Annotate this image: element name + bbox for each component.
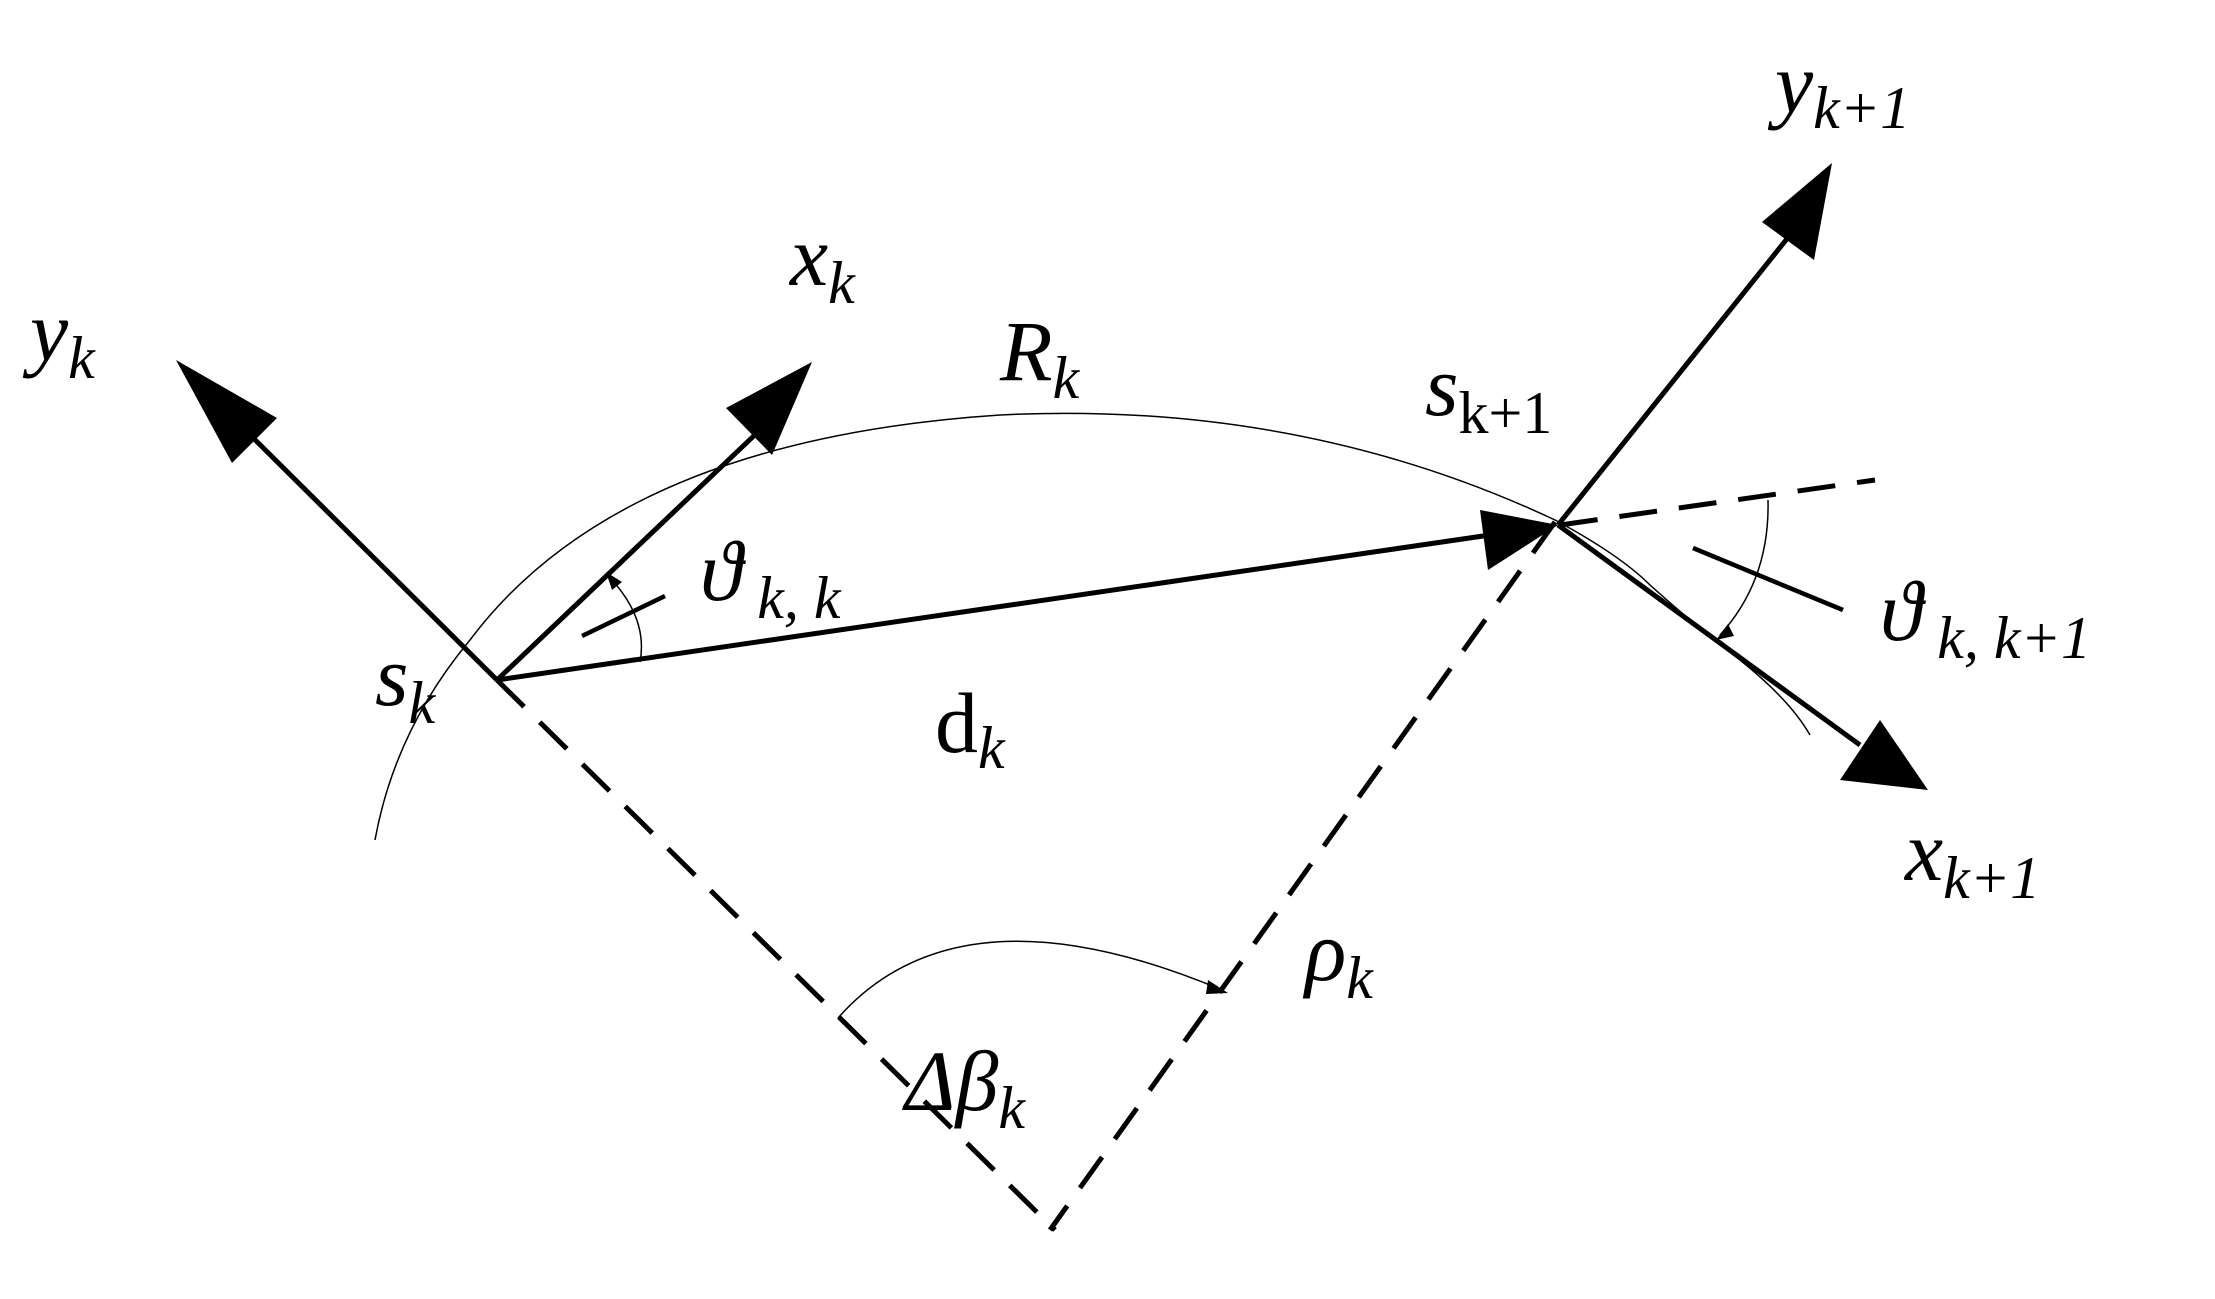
d-k-arrowhead — [1480, 510, 1558, 570]
x-k1-axis — [1556, 522, 1862, 748]
label-d-k: dk — [935, 675, 1006, 781]
x-k-axis — [495, 428, 762, 682]
y-k1-arrowhead — [1762, 163, 1832, 260]
label-y-k: yk — [22, 283, 96, 391]
theta-k-k-arc-arrowhead — [606, 572, 622, 590]
label-theta-k-k1: ϑ k, k+1 — [1880, 563, 2091, 671]
label-r-k: Rk — [999, 303, 1081, 411]
radius-line-s-k1 — [1047, 520, 1558, 1232]
y-k-arrowhead — [176, 360, 277, 463]
label-y-k1: yk+1 — [1767, 35, 1910, 141]
theta-k-k1-arc-arrowhead — [1716, 624, 1734, 640]
x-k-arrowhead — [726, 362, 812, 455]
label-x-k1: xk+1 — [1903, 803, 2040, 911]
d-k-chord — [496, 532, 1491, 683]
label-theta-k-k: ϑ k, k — [700, 523, 842, 631]
radius-line-s-k — [495, 678, 1057, 1232]
label-delta-beta-k: Δβk — [902, 1033, 1026, 1141]
y-k-axis — [223, 408, 499, 682]
x-k1-arrowhead — [1840, 720, 1928, 790]
theta-k-k1-tick — [1692, 545, 1844, 613]
label-rho-k: ρk — [1302, 903, 1374, 1011]
label-s-k1: sk+1 — [1425, 338, 1552, 446]
theta-k-k-tick — [581, 593, 666, 639]
delta-beta-arc-arrowhead — [1206, 980, 1228, 994]
y-k1-axis — [1556, 233, 1792, 527]
label-x-k: xk — [788, 208, 856, 316]
tangent-extension — [1559, 477, 1876, 528]
theta-k-k-arc — [611, 579, 643, 663]
delta-beta-arc — [837, 940, 1223, 1019]
label-s-k: sk — [375, 628, 436, 736]
